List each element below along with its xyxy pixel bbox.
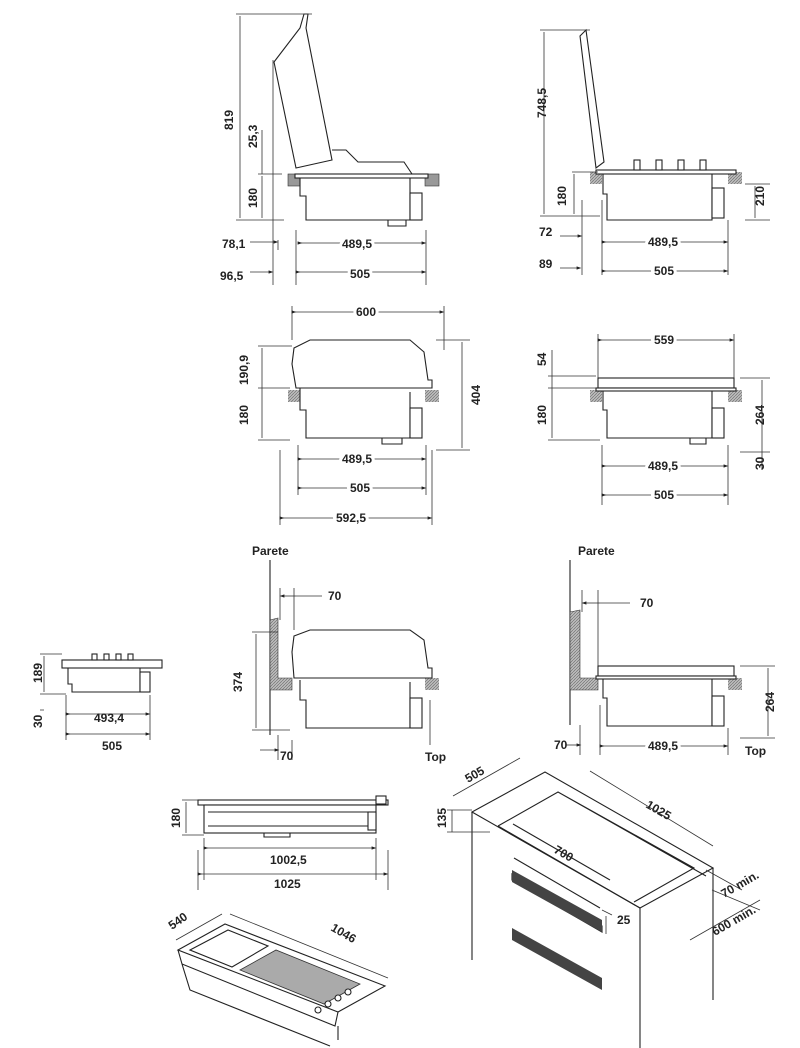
wall-label: Parete (252, 544, 289, 558)
dim-inner-width: 489,5 (648, 235, 678, 249)
dim-inner-width: 489,5 (648, 459, 678, 473)
dim-offset-inner: 72 (539, 225, 553, 239)
dim-lid-height: 190,9 (237, 355, 251, 385)
vent-grille-lower (512, 928, 602, 990)
dim-overall-width: 592,5 (336, 511, 366, 525)
dim-outer-width: 505 (350, 481, 370, 495)
view-front: 180 1002,5 1025 (169, 795, 389, 891)
view-hob-isometric: 540 1046 (166, 909, 389, 1047)
dim-inner-width: 1002,5 (270, 853, 307, 867)
dim-body-height: 180 (535, 405, 549, 425)
dim-bottom-offset: 30 (31, 714, 45, 728)
dim-body-height: 180 (555, 186, 569, 206)
dim-rear-gap: 70 min. (719, 868, 762, 901)
dim-bottom-gap: 70 (554, 738, 568, 752)
dim-inner-width: 489,5 (342, 237, 372, 251)
dim-lid-gap: 25,3 (246, 124, 260, 148)
dim-height: 264 (763, 692, 777, 712)
wall-label: Parete (578, 544, 615, 558)
dim-body-height: 180 (237, 405, 251, 425)
dim-inner-width: 489,5 (342, 452, 372, 466)
view-wall-flat: Parete 70 264 70 489,5 Top (554, 544, 777, 758)
dim-offset-outer: 96,5 (220, 269, 244, 283)
dim-outer-width: 505 (654, 488, 674, 502)
view-wall-lid-closed: Parete 70 374 70 Top (231, 544, 446, 764)
dim-width: 1046 (329, 920, 359, 946)
dim-outer-width: 505 (102, 739, 122, 753)
dim-height: 189 (31, 663, 45, 683)
dim-side-height: 210 (753, 186, 767, 206)
view-side-lid-closed: 600 190,9 180 404 489,5 505 592,5 (237, 302, 483, 528)
dim-outer-width: 1025 (274, 877, 301, 891)
dim-vent-width: 700 (552, 842, 577, 864)
view-side-lid-open-knobs: 748,5 180 210 72 489,5 89 505 (535, 28, 770, 281)
dim-top-width: 559 (654, 333, 674, 347)
dim-offset-inner: 78,1 (222, 237, 246, 251)
dim-height: 135 (435, 808, 449, 828)
dim-lid-height: 54 (535, 352, 549, 366)
dim-height: 180 (169, 808, 183, 828)
dim-wall-gap: 70 (328, 589, 342, 603)
dim-height: 374 (231, 672, 245, 692)
dim-cabinet-depth: 600 min. (710, 902, 759, 938)
view-small-side: 189 30 493,4 505 (31, 653, 163, 753)
dim-inner-width: 493,4 (94, 711, 124, 725)
view-side-lid-open: 819 25,3 180 78,1 489,5 96,5 505 (220, 13, 440, 285)
dim-height-total: 748,5 (535, 88, 549, 118)
dim-vent-height: 25 (617, 913, 631, 927)
dim-bottom-offset: 30 (753, 456, 767, 470)
dim-depth: 505 (463, 763, 488, 785)
dim-bottom-gap: 70 (280, 749, 294, 763)
dim-height-total: 819 (222, 110, 236, 130)
top-label: Top (425, 750, 446, 764)
dim-total-height: 404 (469, 385, 483, 405)
dim-offset-outer: 89 (539, 257, 553, 271)
dim-wall-gap: 70 (640, 596, 654, 610)
dim-outer-width: 505 (654, 264, 674, 278)
view-side-flat-lid: 559 54 180 264 489,5 30 505 (535, 330, 770, 505)
dim-top-width: 600 (356, 305, 376, 319)
dim-total-height: 264 (753, 405, 767, 425)
dim-outer-width: 505 (350, 267, 370, 281)
view-cabinet-isometric: 505 1025 135 700 25 70 min. 600 min. (435, 757, 762, 1048)
dim-depth: 540 (166, 909, 191, 932)
dim-inner-width: 489,5 (648, 739, 678, 753)
vent-grille-upper (512, 870, 602, 932)
dim-body-height: 180 (246, 188, 260, 208)
top-label: Top (745, 744, 766, 758)
